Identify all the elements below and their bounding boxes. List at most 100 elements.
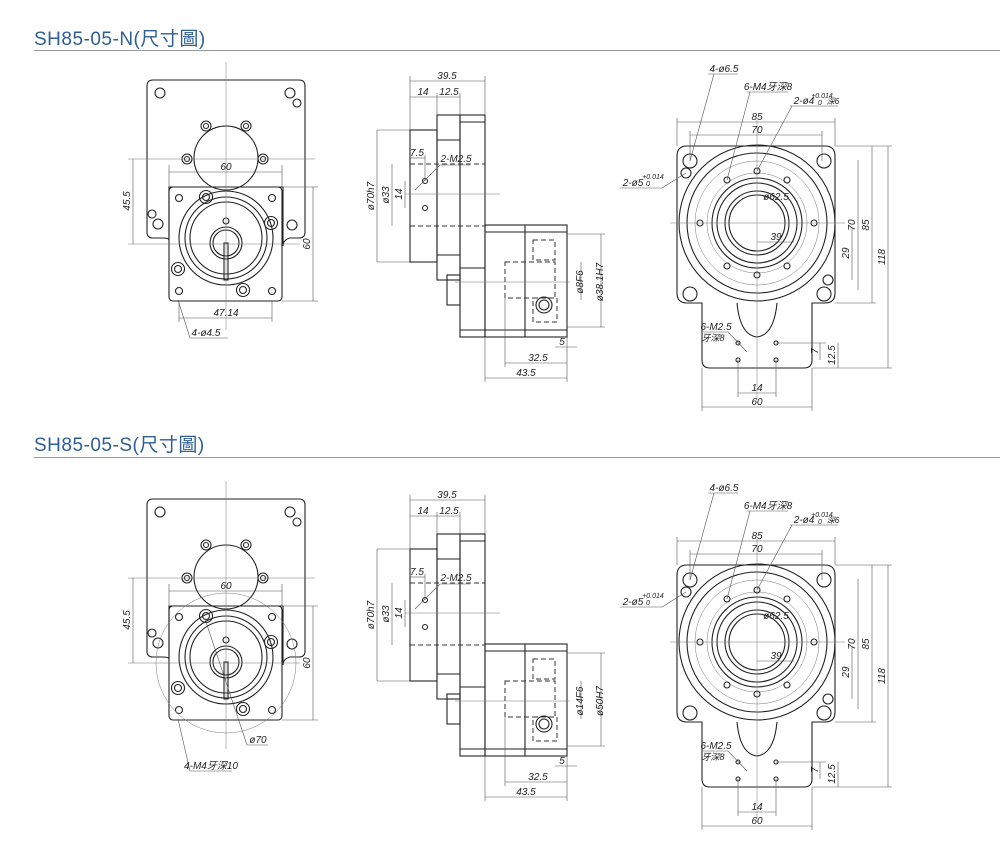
section-divider [34,50,1000,51]
corner-mount-hole [682,286,698,302]
flange-bolt-inner [266,218,276,228]
line [204,618,248,746]
dowel-hole [680,167,692,179]
dowel-hole [822,693,834,705]
corner-mount-hole [816,153,832,169]
callout-2-4: 2-ø4 [793,96,815,107]
flange-bolt [263,634,279,650]
dim-70: 70 [751,125,763,136]
tol-zero: 0 [818,100,822,107]
bolt-hole [200,120,212,132]
line [661,172,687,189]
section-title-n: SH85-05-N(尺寸圖) [34,29,206,50]
dim-12-5-vertical: 12.5 [827,764,838,784]
corner-hole [267,705,277,715]
corner-hole [267,286,277,296]
flange-bolt-inner [266,637,276,647]
dim-39-5: 39.5 [437,71,457,82]
m2-5-hole [735,340,741,346]
corner-hole [267,612,277,622]
callout-4-6-5: 4-ø6.5 [710,64,739,75]
dim-118: 118 [877,249,888,265]
dim-29: 29 [841,247,852,260]
callout-6-m4: 6-M4牙深8 [744,500,793,512]
dim-33: ø33 [381,605,392,623]
bolt-hole-inner [242,541,250,549]
dim-14: 14 [417,87,429,98]
housing-tab [446,274,461,306]
bolt-hole [240,539,252,551]
tap-hole [421,204,429,212]
section-divider [34,457,1000,458]
tap-hole [723,262,731,270]
dim-70-vertical: 70 [847,638,858,650]
flange-bolt [170,261,186,277]
dim-118: 118 [877,668,888,684]
flange-bolt [198,189,214,205]
tol-plus: +0.014 [811,512,833,519]
dim-f6: ø8F6 [575,270,586,294]
plate-hole [292,98,302,108]
hidden-feature [532,658,556,680]
dim-height-45-5: 45.5 [122,191,133,211]
tap-hole [723,595,731,603]
dim-14-vertical: 14 [394,607,405,619]
dim-70: 70 [751,544,763,555]
plate-hole [152,637,164,649]
tap-hole [783,595,791,603]
plate-hole [152,218,164,230]
depth-8: 牙深8 [701,752,724,762]
plate-hole [154,506,166,518]
corner-hole [174,705,184,715]
dim-70-vertical: 70 [847,219,858,231]
dim-width-60: 60 [220,162,232,173]
callout-holes: 4-ø4.5 [192,328,221,339]
dim-7: 7 [810,348,821,354]
dim-85: 85 [751,112,763,123]
plate-hole [284,87,296,99]
line [726,510,751,600]
dim-7-5: 7.5 [410,148,424,159]
bolt-hole [200,539,212,551]
table-outline [676,145,836,369]
dim-14-vertical: 14 [394,188,405,200]
bolt-hole [240,120,252,132]
callout-pcd-70: ø70 [249,735,267,746]
dim-47-14: 47.14 [213,308,238,319]
callout-4-6-5: 4-ø6.5 [710,483,739,494]
coupling-screw-inner [538,718,550,730]
line [689,492,715,581]
line [661,591,687,608]
hidden-feature [532,239,556,261]
tap-hole [783,262,791,270]
bolt-hole-inner [202,122,210,130]
coupling-screw [535,715,553,733]
callout-2-4: 2-ø4 [793,515,815,526]
dim-h7: ø38.1H7 [595,262,606,301]
callout-2-m2-5: 2-M2.5 [439,573,472,584]
corner-hole [267,193,277,203]
line [756,105,793,172]
table-outline [676,564,836,788]
callout-holes: 4-M4牙深10 [184,760,238,772]
line [414,583,441,610]
dim-width-60: 60 [220,581,232,592]
dim-12-5: 12.5 [439,87,459,98]
tap-hole [723,176,731,184]
dim-height-60: 60 [302,657,313,669]
dim-60-bottom: 60 [751,816,763,827]
dim-5: 5 [559,756,565,767]
dim-43-5: 43.5 [516,787,536,798]
dim-70h7: ø70h7 [366,181,377,210]
plate-hole [292,517,302,527]
dim-39: 39 [770,651,782,662]
flange-bolt-inner [201,611,211,621]
corner-hole [174,612,184,622]
tol-plus: +0.014 [642,174,664,181]
dim-12-5-vertical: 12.5 [827,345,838,365]
tap-hole [783,176,791,184]
line [756,524,793,591]
flange-bolt-inner [238,285,248,295]
